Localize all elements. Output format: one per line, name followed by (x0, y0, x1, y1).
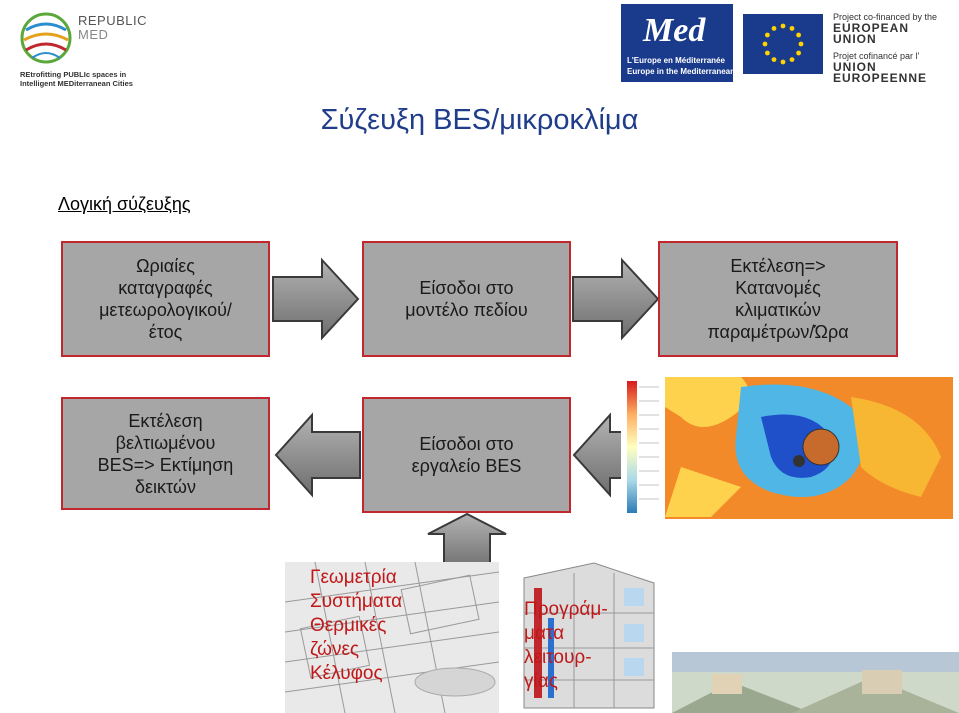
operation-schedules-label: Προγράμ- ματα λειτουρ- γίας (524, 599, 608, 692)
logo-tagline: REtrofitting PUBLIc spaces in Intelligen… (20, 70, 133, 88)
improved-bes-run-box: Εκτέλεση βελτιωμένου BES=> Εκτίμηση δεικ… (61, 397, 270, 510)
building-cutaway-image (504, 558, 664, 713)
logo-brand: REPUBLIC MED (78, 13, 148, 42)
slide-title: Σύζευξη BES/μικροκλίμα (320, 104, 639, 136)
hourly-weather-records-box: Ωριαίες καταγραφές μετεωρολογικού/ έτος (61, 241, 270, 357)
arrow-left-icon (274, 412, 361, 498)
building-blueprint-image (285, 562, 499, 713)
republic-med-logo: REPUBLIC MED REtrofitting PUBLIc spaces … (18, 8, 158, 92)
slide-subtitle: Λογική σύζευξης (58, 194, 191, 214)
eu-flag-icon (743, 14, 823, 74)
bes-tool-inputs-box: Είσοδοι στο εργαλείο BES (362, 397, 571, 513)
arrow-right-icon (572, 257, 660, 341)
arrow-right-icon (272, 257, 360, 341)
street-photo-strip (672, 652, 959, 713)
funding-logos: Med L'Europe en Méditerranée Europe in t… (621, 4, 955, 85)
climate-distribution-box: Εκτέλεση=> Κατανομές κλιματικών παραμέτρ… (658, 241, 898, 357)
eu-cofinance-text: Project co-financed by the EUROPEAN UNIO… (833, 12, 938, 85)
republic-med-emblem-icon (20, 12, 72, 64)
geometry-systems-label: Γεωμετρία Συστήματα Θερμικές ζώνες Κέλυφ… (310, 567, 403, 684)
microclimate-simulation-image (621, 377, 953, 519)
field-model-inputs-box: Είσοδοι στο μοντέλο πεδίου (362, 241, 571, 357)
med-programme-logo: Med L'Europe en Méditerranée Europe in t… (621, 4, 735, 82)
